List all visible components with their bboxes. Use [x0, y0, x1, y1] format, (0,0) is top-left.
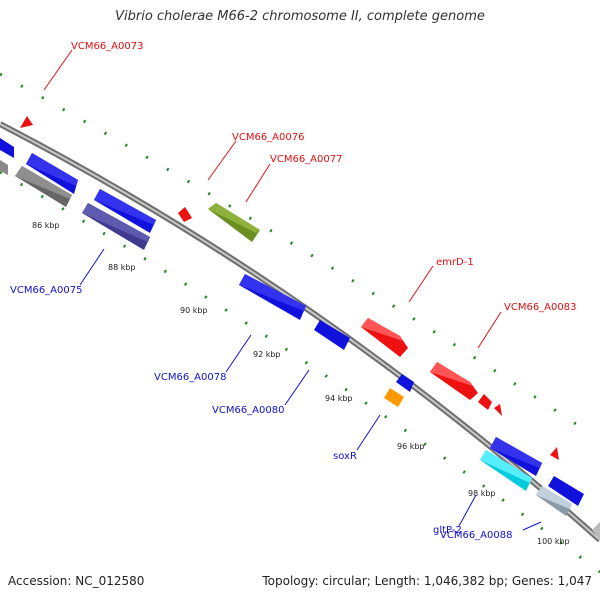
gene-reverse-3-top: [26, 153, 78, 186]
forward-features: [20, 116, 559, 460]
gene-reverse-8[interactable]: [548, 476, 584, 506]
gene-reverse-5-top: [94, 189, 156, 225]
gene-VCM66_A0076-arrow[interactable]: [178, 207, 192, 222]
reverse-features: [0, 138, 600, 540]
gene-VCM66_A0073-arrow[interactable]: [20, 116, 33, 128]
gene-forward-small-1[interactable]: [478, 394, 492, 410]
callout-line: [225, 334, 252, 373]
topology-summary: Topology: circular; Length: 1,046,382 bp…: [262, 574, 592, 588]
forward-callouts: [43, 49, 502, 349]
gene-reverse-1[interactable]: [0, 138, 14, 158]
callout-line: [408, 265, 434, 303]
tick-label: 96 kbp: [397, 442, 425, 451]
inner-ruler-track: [0, 170, 600, 574]
reverse-callouts: [79, 248, 542, 531]
gene-label[interactable]: VCM66_A0073: [71, 41, 143, 52]
callout-line: [477, 311, 502, 349]
tick-label: 90 kbp: [180, 306, 208, 315]
gene-VCM66_A0075-bar-top: [82, 203, 150, 242]
gene-forward-small-3[interactable]: [550, 447, 559, 460]
gene-gltP-2-bar-top: [480, 450, 532, 483]
gene-label[interactable]: VCM66_A0078: [154, 372, 226, 383]
gene-emrD-1-bar-top: [361, 318, 403, 341]
gene-label[interactable]: VCM66_A0080: [212, 405, 284, 416]
gene-reverse-4-top: [15, 166, 72, 199]
accession-text: Accession: NC_012580: [8, 574, 145, 588]
map-title: Vibrio cholerae M66-2 chromosome II, com…: [115, 9, 485, 24]
outer-ruler-track: [0, 72, 586, 432]
callout-line: [245, 163, 271, 203]
callout-line: [458, 494, 477, 527]
tick-label: 100 kbp: [537, 537, 570, 546]
tick-label: 88 kbp: [108, 263, 136, 272]
tick-label: 92 kbp: [253, 350, 281, 359]
tick-label: 98 kbp: [468, 489, 496, 498]
tick-label: 86 kbp: [32, 221, 60, 230]
tick-label: 94 kbp: [325, 394, 353, 403]
gene-label[interactable]: emrD-1: [436, 257, 474, 268]
gene-reverse-9[interactable]: [592, 522, 600, 540]
gene-VCM66_A0080-bar[interactable]: [396, 374, 414, 392]
callout-line: [356, 414, 381, 451]
gene-VCM66_A0088-bar-top: [536, 486, 572, 509]
gene-VCM66_A0077-bar-top: [208, 203, 260, 233]
gene-reverse-7-top: [490, 437, 542, 468]
callout-line: [43, 49, 73, 91]
gene-label[interactable]: VCM66_A0088: [440, 530, 512, 541]
gene-label[interactable]: VCM66_A0083: [504, 302, 576, 313]
forward-labels: VCM66_A0073 VCM66_A0076 VCM66_A0077 emrD…: [71, 41, 576, 313]
gene-reverse-6[interactable]: [314, 320, 350, 350]
gene-forward-small-2[interactable]: [494, 404, 502, 416]
tick-labels: 86 kbp 88 kbp 90 kbp 92 kbp 94 kbp 96 kb…: [32, 221, 570, 546]
reverse-labels: VCM66_A0075 VCM66_A0078 VCM66_A0080 soxR…: [10, 285, 512, 541]
gene-VCM66_A0078-bar-top: [239, 274, 306, 311]
gene-VCM66_A0083-bar-top: [430, 362, 473, 386]
gene-label[interactable]: VCM66_A0076: [232, 132, 304, 143]
gene-label[interactable]: VCM66_A0075: [10, 285, 82, 296]
gene-label[interactable]: VCM66_A0077: [270, 154, 342, 165]
gene-label[interactable]: soxR: [333, 451, 357, 462]
gene-soxR-bar[interactable]: [384, 388, 404, 407]
callout-line: [522, 521, 542, 531]
gene-reverse-2[interactable]: [0, 160, 8, 175]
callout-line: [284, 369, 310, 406]
callout-line: [79, 248, 105, 286]
gene-label[interactable]: gltP-2: [433, 525, 462, 536]
callout-line: [207, 140, 237, 181]
